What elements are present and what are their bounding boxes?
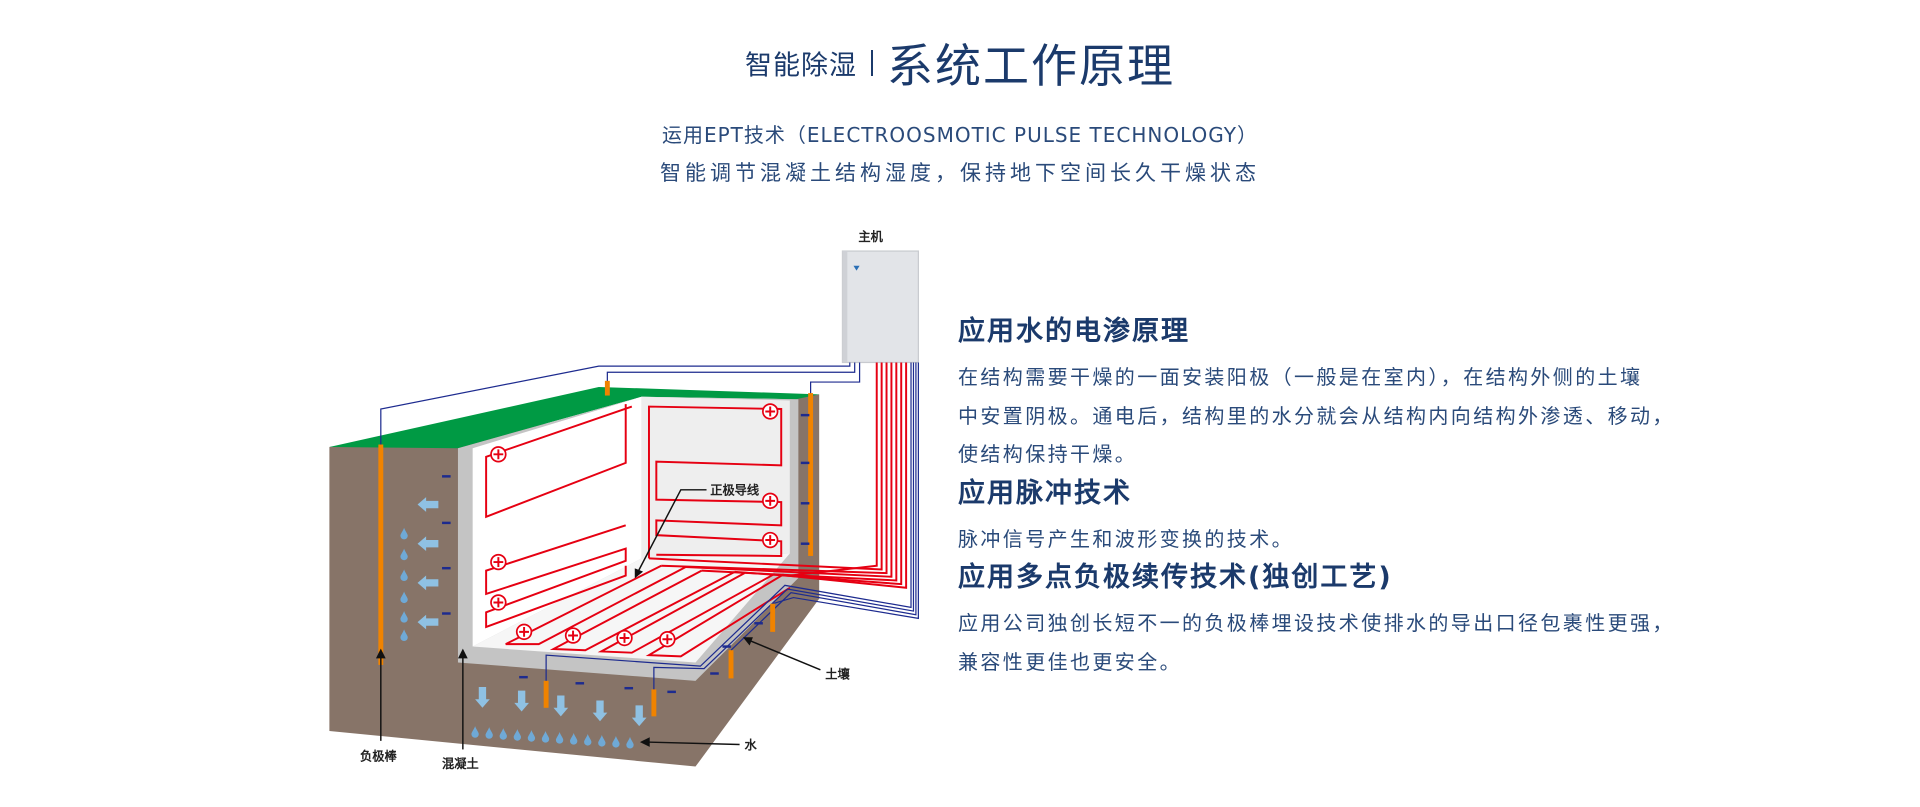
rod-bottom [651, 689, 657, 717]
section-text: 中安置阴极。通电后，结构里的水分就会从结构内向结构外渗透、移动， [958, 403, 1675, 428]
water-drop-icon [499, 728, 507, 740]
water-drop-icon [400, 548, 408, 561]
label-host: 主机 [858, 229, 883, 244]
arrow-left-icon [417, 614, 439, 630]
page-title: 智能除湿系统工作原理 [0, 30, 1920, 96]
plus-circle-icon [762, 492, 779, 510]
section-heading: 应用水的电渗原理 [958, 316, 1190, 347]
water-drop-icon [612, 735, 620, 748]
anode-wires [485, 362, 908, 658]
arrow-down-icon [553, 695, 569, 717]
subtitle-line-2: 智能调节混凝土结构湿度，保持地下空间长久干燥状态 [660, 161, 1260, 185]
title-main: 系统工作原理 [887, 39, 1175, 93]
label-concrete: 混凝土 [442, 756, 479, 771]
cathode-rods [378, 380, 814, 717]
rod-bottom [770, 603, 776, 632]
water-drop-icon [541, 731, 550, 743]
title-prefix: 智能除湿 [745, 50, 857, 82]
grass-top [329, 386, 820, 449]
plus-circle-icon [490, 446, 507, 463]
label-anode-wire: 正极导线 [710, 483, 760, 498]
water-drop-icon [485, 727, 493, 739]
water-drop-icon [555, 732, 564, 744]
plus-circle-icon [490, 553, 507, 571]
section-heading: 应用脉冲技术 [958, 477, 1132, 509]
plus-circle-icon [490, 594, 507, 611]
water-drop-icon [527, 730, 536, 742]
section-text: 在结构需要干燥的一面安装阳极（一般是在室内），在结构外侧的土壤 [958, 365, 1643, 389]
water-drops [400, 527, 634, 749]
arrow-down-icon [475, 686, 490, 708]
arrow-down-icon [631, 705, 647, 727]
water-drop-icon [400, 629, 408, 642]
label-water: 水 [744, 737, 757, 752]
water-drop-icon [400, 569, 408, 582]
plus-circle-icon [616, 629, 633, 647]
cathode-wires [380, 362, 919, 690]
plus-circle-icon [515, 623, 533, 641]
water-drop-icon [471, 726, 479, 738]
arrow-down-icon [592, 700, 608, 722]
label-cathode-rod: 负极棒 [360, 748, 397, 763]
water-drop-icon [626, 736, 634, 749]
water-drop-icon [513, 729, 522, 741]
section-text: 应用公司独创长短不一的负极棒埋设技术使排水的导出口径包裹性更强， [958, 611, 1675, 635]
water-drop-icon [584, 733, 592, 746]
minus-signs [442, 413, 810, 694]
water-arrows-left [417, 497, 439, 630]
water-drop-icon [570, 733, 578, 745]
title-divider [871, 50, 873, 76]
leader-lines [375, 489, 821, 750]
rod-bottom [543, 680, 549, 708]
host-unit [841, 250, 919, 364]
plus-circle-icon [762, 403, 779, 420]
logo-icon [853, 265, 860, 271]
plus-circle-icon [564, 627, 582, 644]
principle-sections: 应用水的电渗原理 在结构需要干燥的一面安装阳极（一般是在室内），在结构外侧的土壤… [958, 312, 1718, 681]
water-drop-icon [400, 611, 408, 623]
anode-plus-markers [490, 403, 779, 648]
rod-top [604, 380, 610, 396]
water-drop-icon [598, 734, 606, 747]
subtitle-line-1: 运用EPT技术（ELECTROOSMOTIC PULSE TECHNOLOGY） [661, 123, 1258, 147]
plus-circle-icon [762, 531, 779, 549]
plus-circle-icon [659, 631, 676, 648]
section-heading: 应用多点负极续传技术(独创工艺) [958, 562, 1393, 593]
arrow-left-icon [417, 497, 439, 512]
water-drop-icon [400, 591, 408, 604]
rod-bottom [728, 650, 734, 679]
arrow-left-icon [417, 575, 439, 591]
water-drop-icon [400, 527, 408, 540]
label-soil: 土壤 [825, 666, 850, 681]
rod-right [808, 393, 814, 556]
rod-left [378, 444, 384, 665]
section-text: 使结构保持干燥。 [958, 442, 1138, 466]
section-text: 兼容性更佳也更安全。 [958, 649, 1182, 674]
section-text: 脉冲信号产生和波形变换的技术。 [958, 526, 1294, 551]
back-inner-wall [641, 396, 790, 559]
